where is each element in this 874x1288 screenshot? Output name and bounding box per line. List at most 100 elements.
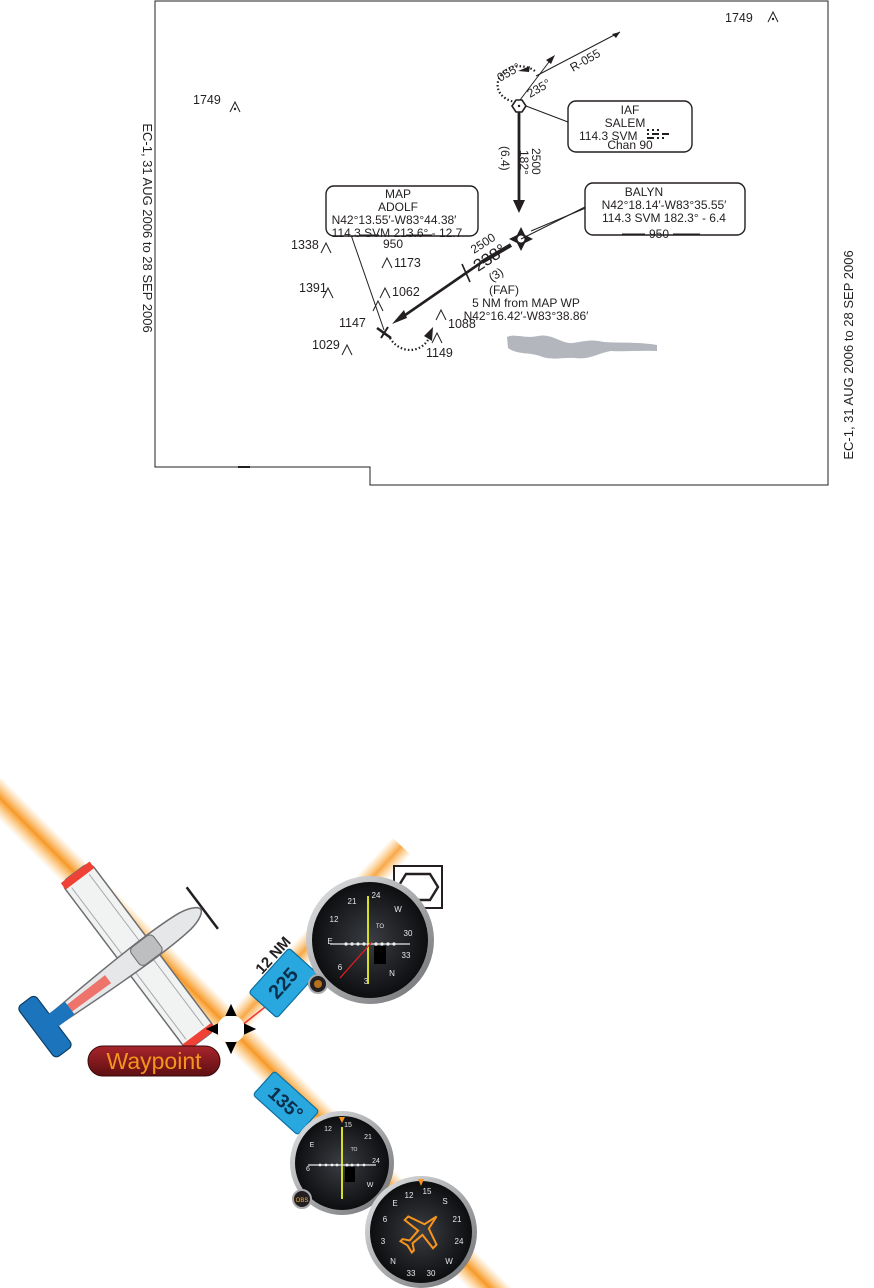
to-flag: TO — [376, 924, 385, 930]
peak-icon — [320, 241, 332, 254]
segment-course: 182° — [517, 150, 531, 175]
iaf-box: IAF SALEM 114.3 SVM Chan 90 — [567, 100, 693, 153]
balyn-leader — [530, 206, 589, 232]
final-distance: (3) — [486, 265, 506, 285]
holding-outbound-course: 055° — [495, 60, 524, 85]
faf-coords: N42°16.42′-W83°38.86′ — [464, 309, 590, 323]
holding-inbound-course: 235° — [525, 76, 554, 101]
vor-indicator-1: 21 24 W 30 33 N 3 6 E 12 TO — [306, 876, 434, 1004]
edition-text-right: EC-1, 31 AUG 2006 to 28 SEP 2006 — [841, 250, 856, 459]
iaf-label: IAF — [621, 103, 640, 117]
dial-number: 21 — [348, 897, 357, 906]
faf-distance: 5 NM from MAP WP — [472, 296, 580, 310]
spot-elevations: 1749 1749 1338 1173 1391 1062 1147 1088 … — [193, 10, 779, 360]
map-coords: N42°13.55′-W83°44.38′ — [332, 213, 458, 227]
dial-number: E — [310, 1142, 315, 1149]
water-body — [507, 335, 657, 359]
balyn-reference: 114.3 SVM 182.3° - 6.4 — [602, 211, 726, 225]
faf-tick — [461, 263, 471, 283]
iaf-name: SALEM — [605, 116, 646, 130]
peak-icon — [372, 299, 384, 312]
holding-pattern: 055° 235° R-055 — [495, 31, 621, 104]
morse-code-icon — [647, 129, 669, 139]
balyn-name: BALYN — [625, 185, 663, 199]
obs-label: OBS — [296, 1198, 309, 1204]
spot-elevation: 1029 — [312, 338, 340, 352]
dial-number: S — [442, 1197, 447, 1206]
dial-number: W — [445, 1257, 453, 1266]
salem-vor-symbol — [511, 99, 527, 113]
peak-icon — [435, 308, 447, 321]
map-waypoint-symbol — [376, 326, 392, 340]
peak-icon — [379, 286, 391, 299]
spot-elevation: 1062 — [392, 285, 420, 299]
dial-number: 12 — [405, 1191, 414, 1200]
dial-number: E — [327, 937, 332, 946]
map-label: MAP — [385, 187, 411, 201]
segment-distance: (6.4) — [498, 146, 512, 171]
peak-icon — [381, 256, 393, 269]
waypoint-badge: Waypoint — [87, 1045, 221, 1077]
dial-number: 12 — [324, 1126, 332, 1133]
dial-number: 6 — [383, 1215, 388, 1224]
peak-icon — [229, 100, 241, 113]
airplane-icon — [18, 861, 219, 1058]
dial-number: 15 — [423, 1187, 432, 1196]
spot-elevation: 1147 — [339, 316, 366, 330]
dial-number: 3 — [364, 977, 369, 986]
missed-approach-path — [389, 327, 433, 351]
iaf-leader — [525, 105, 569, 123]
rnav-illustration: Waypoint 225 12 NM 135° 21 24 W 30 33 N … — [0, 777, 526, 1288]
dial-number: N — [389, 969, 395, 978]
balyn-coords: N42°18.14′-W83°35.55′ — [602, 198, 728, 212]
map-name: ADOLF — [378, 200, 418, 214]
balyn-box: BALYN N42°18.14′-W83°35.55′ 114.3 SVM 18… — [584, 182, 746, 241]
map-box: MAP ADOLF N42°13.55′-W83°44.38′ 114.3 SV… — [325, 185, 479, 251]
dial-number: 15 — [344, 1122, 352, 1129]
spot-elevation: 1391 — [299, 281, 327, 295]
peak-icon — [431, 331, 443, 344]
map-reference: 114.3 SVM 213.6° - 12.7 — [332, 226, 463, 240]
dial-number: 21 — [364, 1134, 372, 1141]
dial-number: W — [367, 1182, 374, 1189]
map-altitude: 950 — [383, 237, 403, 251]
obs-knob: OBS — [292, 1189, 312, 1209]
spot-elevation: 1149 — [426, 346, 453, 360]
iaf-frequency: 114.3 SVM — [579, 129, 637, 143]
dial-number: 6 — [306, 1166, 310, 1173]
segment-altitude: 2500 — [529, 148, 543, 175]
approach-chart: EC-1, 31 AUG 2006 to 28 SEP 2006 EC-1, 3… — [140, 0, 856, 486]
dial-number: W — [394, 905, 402, 914]
peak-icon — [767, 10, 779, 23]
dial-number: 30 — [404, 929, 413, 938]
vor-indicator-2: 12 15 21 24 W E 6 TO — [290, 1111, 394, 1215]
dial-number: 6 — [338, 963, 343, 972]
radial-line — [535, 31, 621, 77]
spot-elevation: 1088 — [448, 317, 476, 331]
spot-elevation: 1173 — [394, 256, 421, 270]
spot-elevation: 1338 — [291, 238, 319, 252]
dial-number: N — [390, 1257, 396, 1266]
aircraft-symbol-icon — [398, 1215, 438, 1255]
dial-number: 12 — [330, 915, 339, 924]
dial-number: 30 — [427, 1269, 436, 1278]
dial-number: 24 — [372, 891, 381, 900]
peak-icon — [322, 286, 334, 299]
iaf-channel: Chan 90 — [607, 138, 653, 152]
dial-number: 24 — [455, 1237, 464, 1246]
map-leader — [349, 231, 385, 331]
inbound-course-box: 225 — [249, 948, 317, 1018]
faf-annotation: (FAF) 5 NM from MAP WP N42°16.42′-W83°38… — [464, 283, 590, 323]
dial-number: E — [392, 1199, 397, 1208]
dial-number: 3 — [381, 1237, 386, 1246]
dial-number: 33 — [402, 951, 411, 960]
to-flag: TO — [351, 1147, 358, 1153]
waypoint-symbol — [206, 1004, 256, 1054]
dial-number: 24 — [372, 1158, 380, 1165]
segment-salem-balyn: 2500 182° (6.4) — [498, 112, 543, 213]
chart-frame — [154, 0, 829, 486]
waypoint-label: Waypoint — [106, 1048, 202, 1074]
balyn-altitude: 950 — [649, 227, 669, 241]
heading-indicator: 12 15 S 21 24 W 30 33 N 3 6 E — [365, 1176, 477, 1288]
